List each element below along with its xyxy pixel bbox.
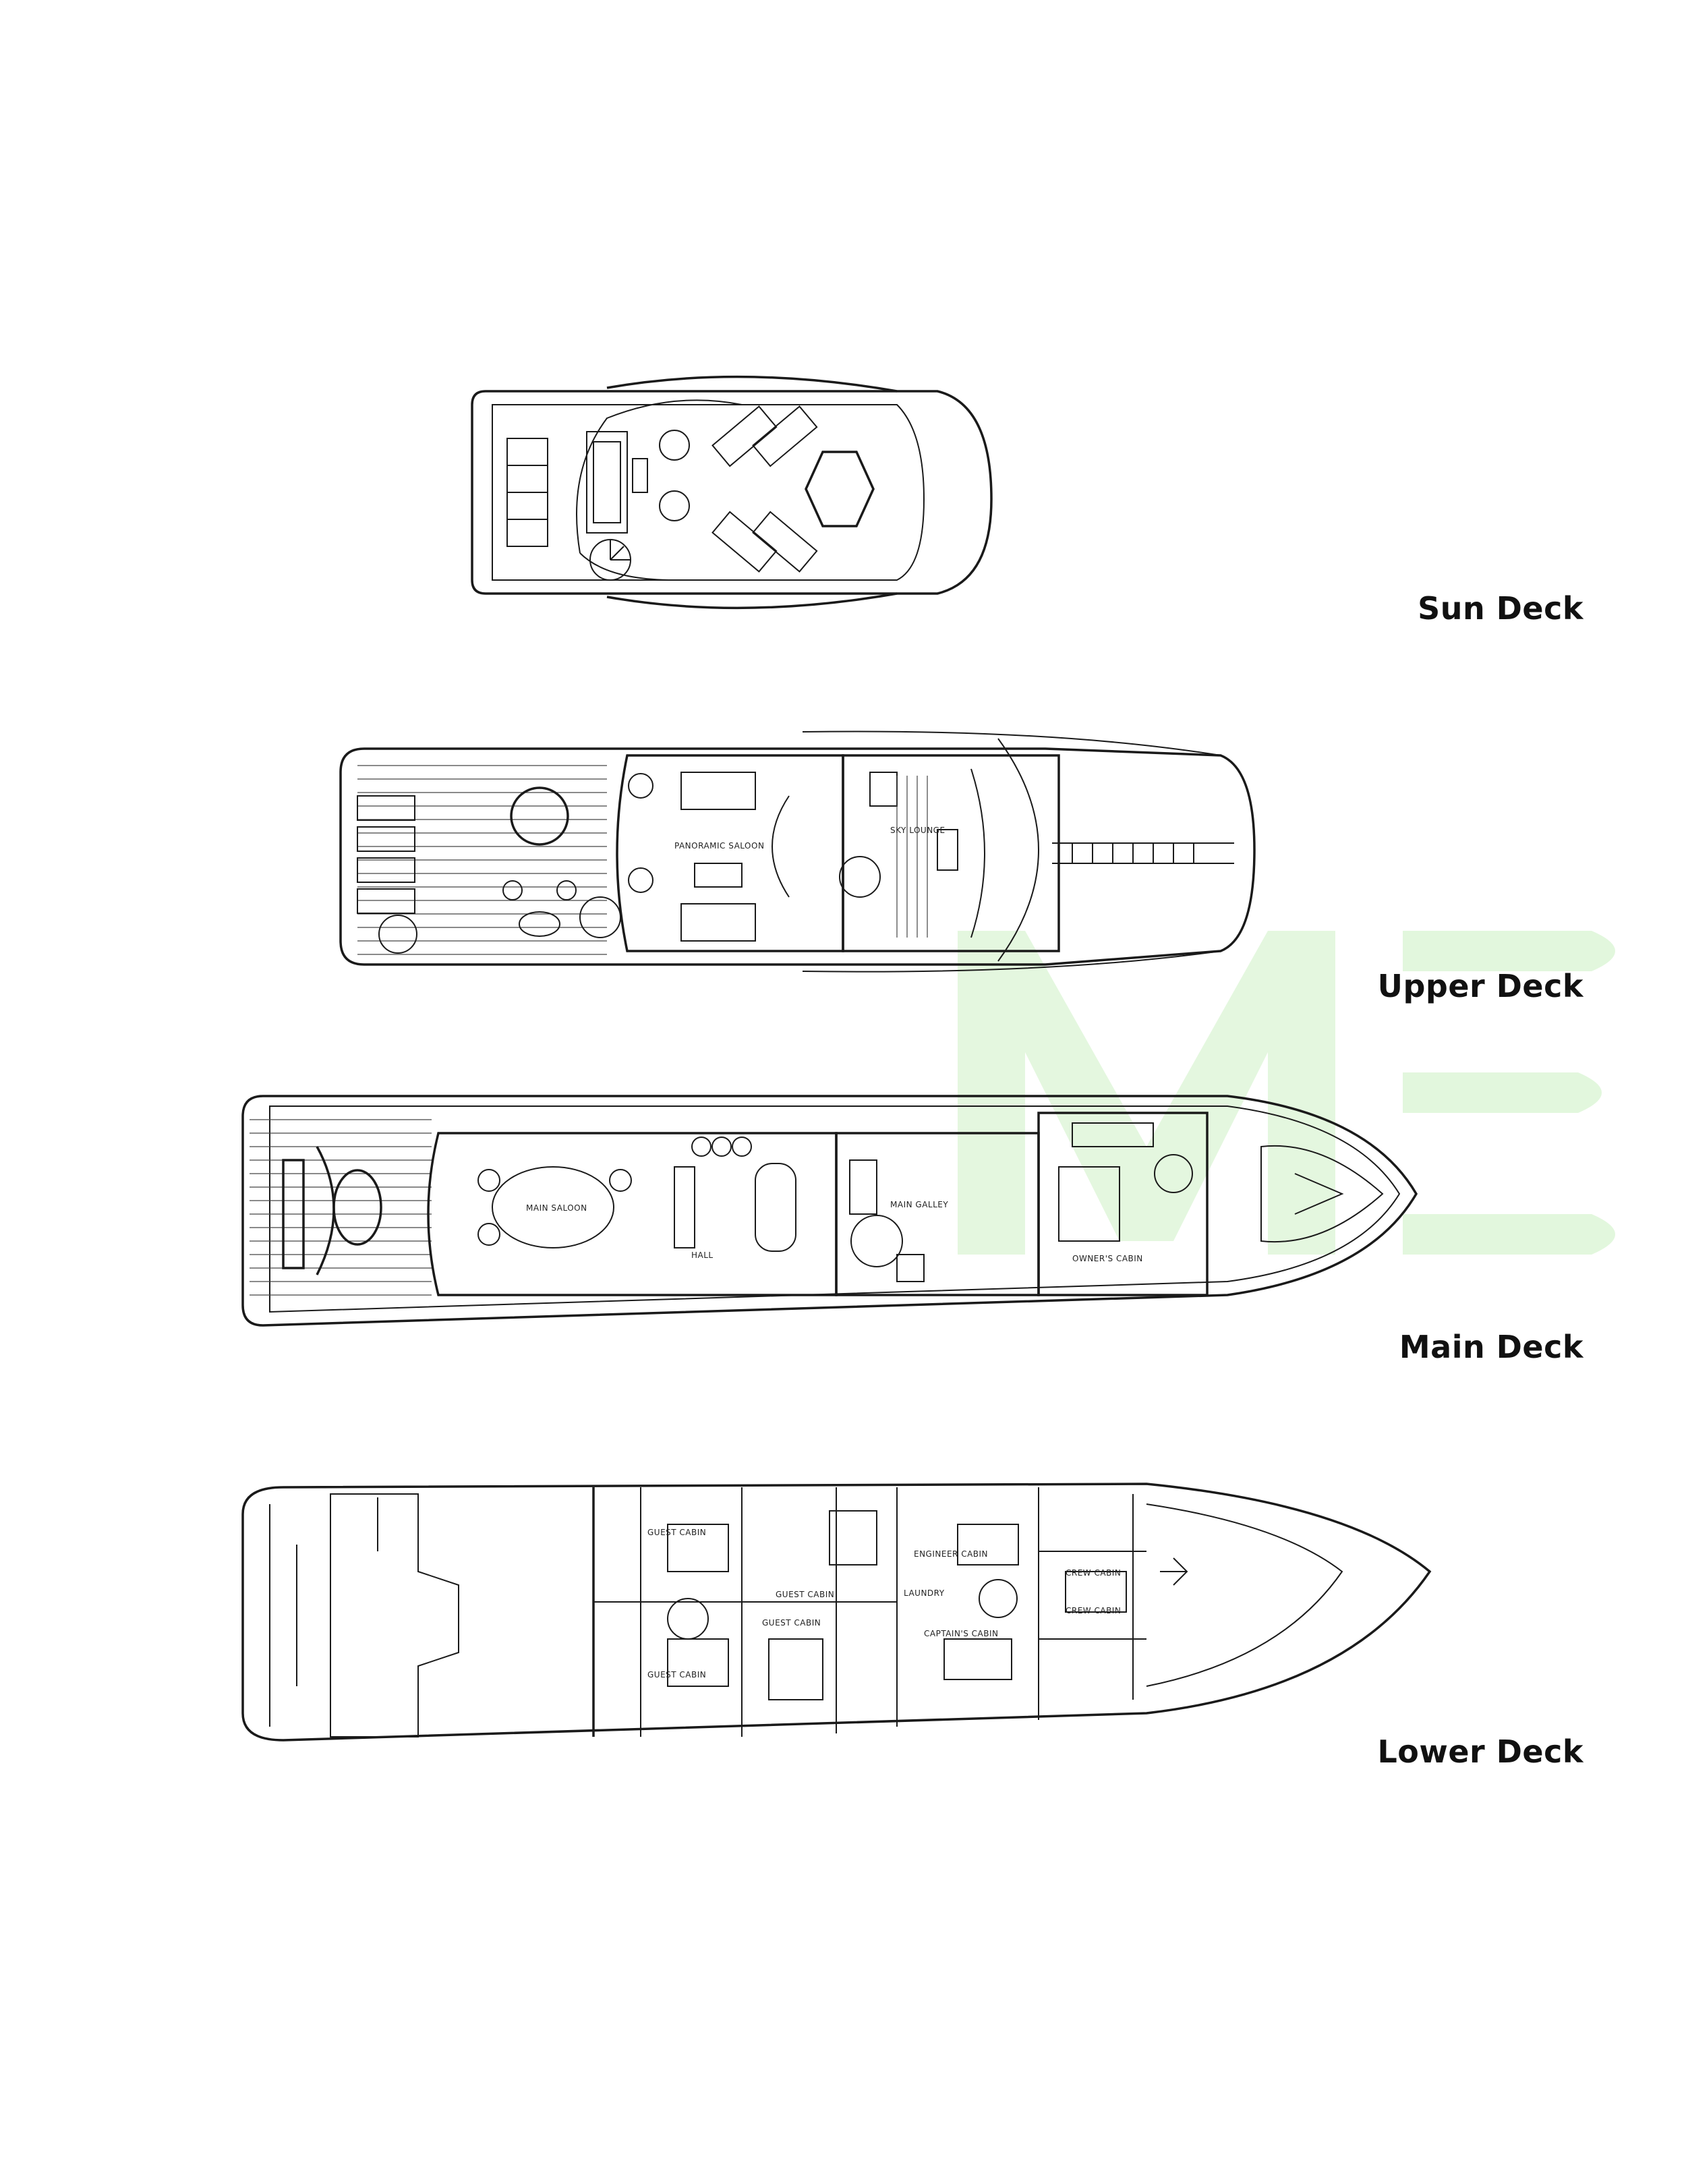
room-label-crew-cabin-1: CREW CABIN — [1066, 1568, 1121, 1578]
room-label-guest-cabin-1: GUEST CABIN — [647, 1528, 706, 1537]
room-label-engineer-cabin: ENGINEER CABIN — [914, 1549, 988, 1559]
room-label-panoramic-saloon: PANORAMIC SALOON — [674, 841, 764, 851]
room-label-main-galley: MAIN GALLEY — [890, 1200, 948, 1209]
upper-deck-label: Upper Deck — [1377, 968, 1583, 1004]
lower-deck-label: Lower Deck — [1377, 1733, 1583, 1770]
room-label-main-saloon: MAIN SALOON — [526, 1203, 587, 1213]
room-label-hall: HALL — [691, 1251, 714, 1260]
watermark-logo — [958, 931, 1615, 1255]
sun-deck-label: Sun Deck — [1418, 590, 1583, 627]
lower-deck-plan: GUEST CABIN GUEST CABIN GUEST CABIN GUES… — [241, 1483, 1432, 1742]
room-label-captains-cabin: CAPTAIN'S CABIN — [924, 1629, 999, 1638]
room-label-laundry: LAUNDRY — [904, 1588, 945, 1598]
room-label-owners-cabin: OWNER'S CABIN — [1072, 1254, 1143, 1263]
upper-aft-teak — [357, 765, 607, 955]
room-label-guest-cabin-3: GUEST CABIN — [762, 1618, 821, 1628]
sun-deck-plan — [471, 375, 993, 610]
room-label-crew-cabin-2: CREW CABIN — [1066, 1606, 1121, 1615]
room-label-sky-lounge: SKY LOUNGE — [890, 826, 946, 835]
room-label-guest-cabin-4: GUEST CABIN — [647, 1670, 706, 1679]
main-deck-label: Main Deck — [1399, 1329, 1583, 1365]
upper-deck-plan: PANORAMIC SALOON SKY LOUNGE — [339, 730, 1256, 973]
room-label-guest-cabin-2: GUEST CABIN — [776, 1590, 834, 1599]
main-deck-plan: MAIN SALOON HALL MAIN GALLEY OWNER'S CAB… — [241, 1095, 1418, 1327]
